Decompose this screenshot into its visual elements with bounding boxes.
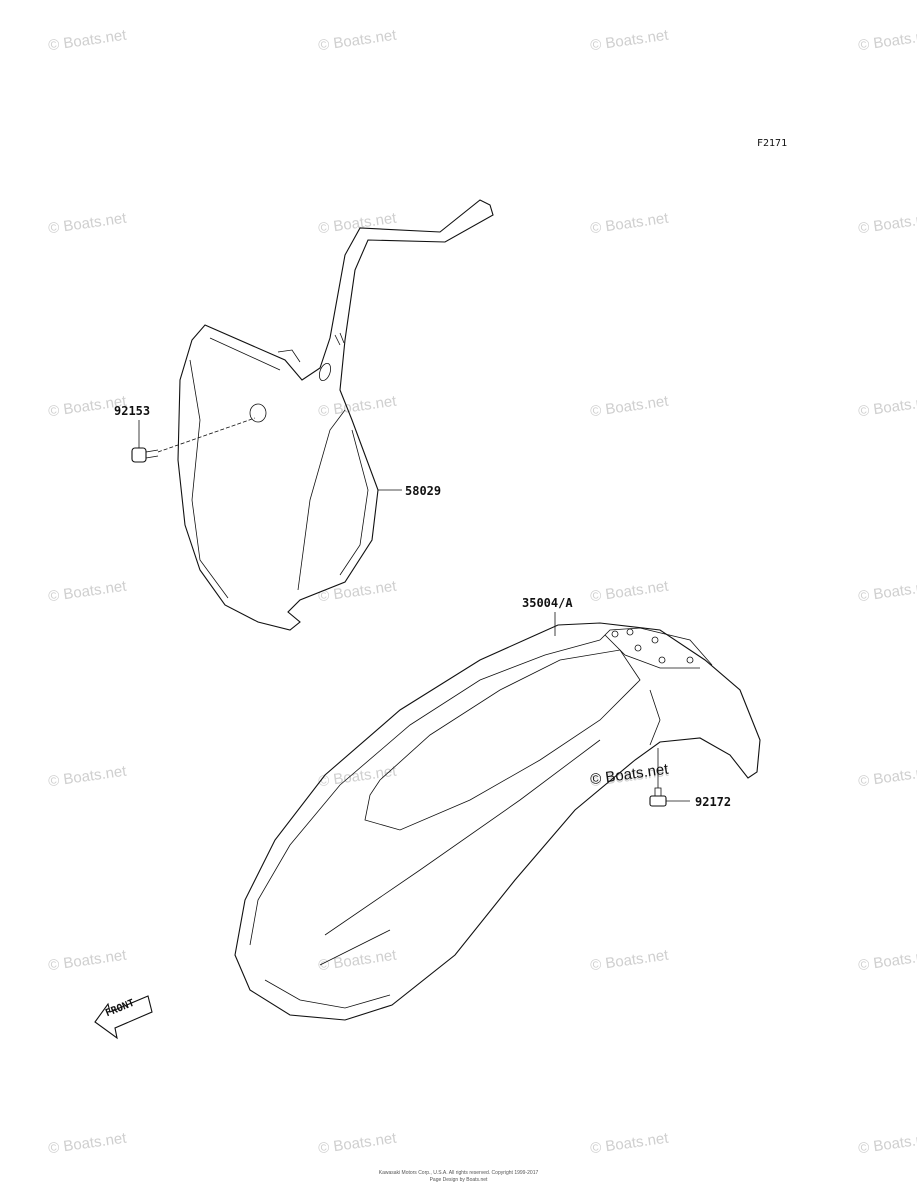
bolt-92153-drawing [131,417,256,463]
part-label-92172[interactable]: 92172 [695,795,732,809]
part-label-92153[interactable]: 92153 [114,404,151,418]
footer-copyright: Kawasaki Motors Corp., U.S.A. All rights… [378,1170,539,1176]
figure-id: F2171 [757,138,788,149]
front-fender-drawing [234,612,761,1021]
footer-credit: Page Design by Boats.net [429,1177,488,1183]
number-plate-drawing [177,199,494,631]
front-arrow-drawing [94,995,153,1040]
bolt-92172-drawing [649,748,690,807]
part-label-58029[interactable]: 58029 [405,484,442,498]
part-label-35004-a[interactable]: 35004/A [522,596,573,610]
